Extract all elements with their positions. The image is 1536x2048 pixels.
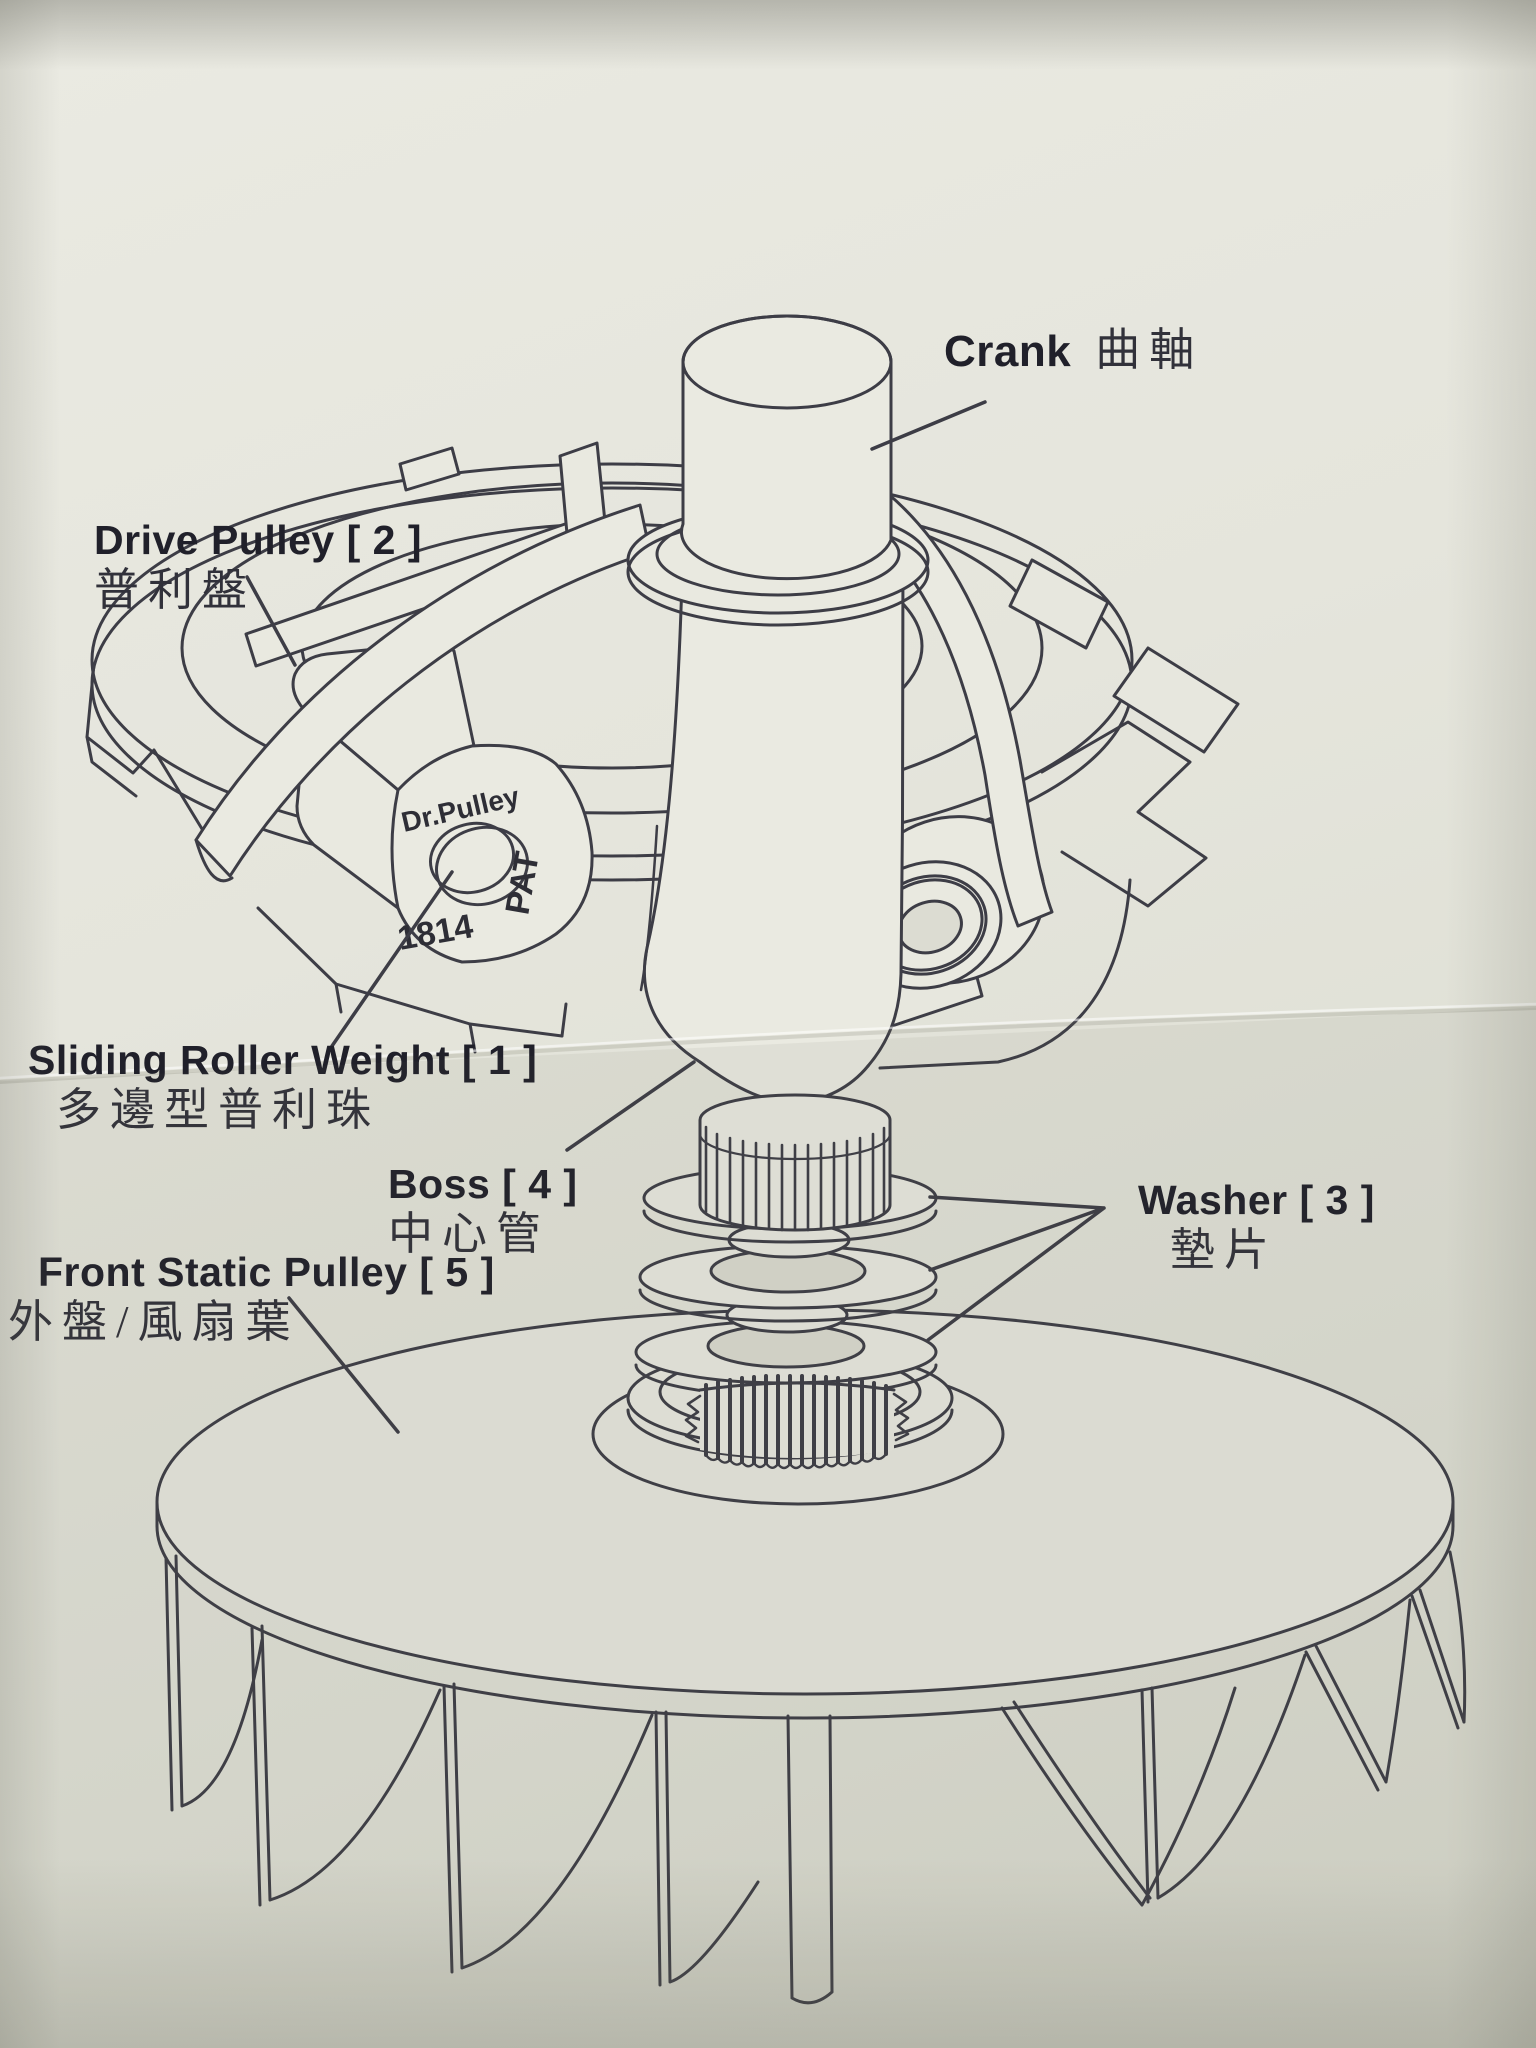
label-sliding-roller-weight-en: Sliding Roller Weight [ 1 ] (28, 1037, 538, 1083)
leader-drive-pulley (245, 575, 297, 667)
label-washer-zh: 墊片 (1170, 1225, 1279, 1276)
label-front-static-pulley: Front Static Pulley [ 5 ] 外盤/風扇葉 (8, 1250, 495, 1351)
label-crank: Crank 曲軸 (944, 325, 1203, 378)
boss-splined-tube (698, 1093, 892, 1232)
label-front-static-pulley-zh: 外盤/風扇葉 (8, 1297, 300, 1348)
crank-cylinder (626, 314, 930, 627)
paper-fold-line (0, 1002, 1536, 1080)
ramp-plate-arms (194, 466, 1054, 928)
leader-washers (926, 1195, 1106, 1342)
label-boss: Boss [ 4 ] 中心管 (388, 1162, 578, 1263)
label-sliding-roller-weight-zh: 多邊型普利珠 (56, 1085, 381, 1136)
leader-crank (870, 400, 987, 451)
label-boss-en: Boss [ 4 ] (388, 1161, 578, 1207)
label-sliding-roller-weight: Sliding Roller Weight [ 1 ] 多邊型普利珠 (28, 1038, 537, 1139)
label-crank-en: Crank (944, 327, 1072, 376)
hub-splined-gear (684, 1374, 910, 1470)
label-washer-en: Washer [ 3 ] (1138, 1177, 1375, 1223)
label-front-static-pulley-en: Front Static Pulley [ 5 ] (38, 1249, 495, 1295)
crank-shaft-column (639, 544, 905, 1106)
label-drive-pulley-en: Drive Pulley [ 2 ] (94, 517, 423, 563)
label-drive-pulley: Drive Pulley [ 2 ] 普利盤 (94, 518, 422, 619)
label-drive-pulley-zh: 普利盤 (94, 565, 257, 616)
leader-lines (245, 400, 1106, 1434)
label-boss-zh: 中心管 (388, 1209, 551, 1260)
leader-front-static (287, 1296, 400, 1434)
leader-sliding-roller (330, 870, 454, 1048)
fan-blades (164, 1550, 1467, 2005)
label-crank-zh: 曲軸 (1095, 325, 1204, 375)
cutaway-wedge (256, 906, 568, 1054)
paper-fold-shadow (0, 1006, 1536, 1084)
leader-boss (565, 1060, 696, 1152)
label-washer: Washer [ 3 ] 墊片 (1138, 1178, 1375, 1279)
